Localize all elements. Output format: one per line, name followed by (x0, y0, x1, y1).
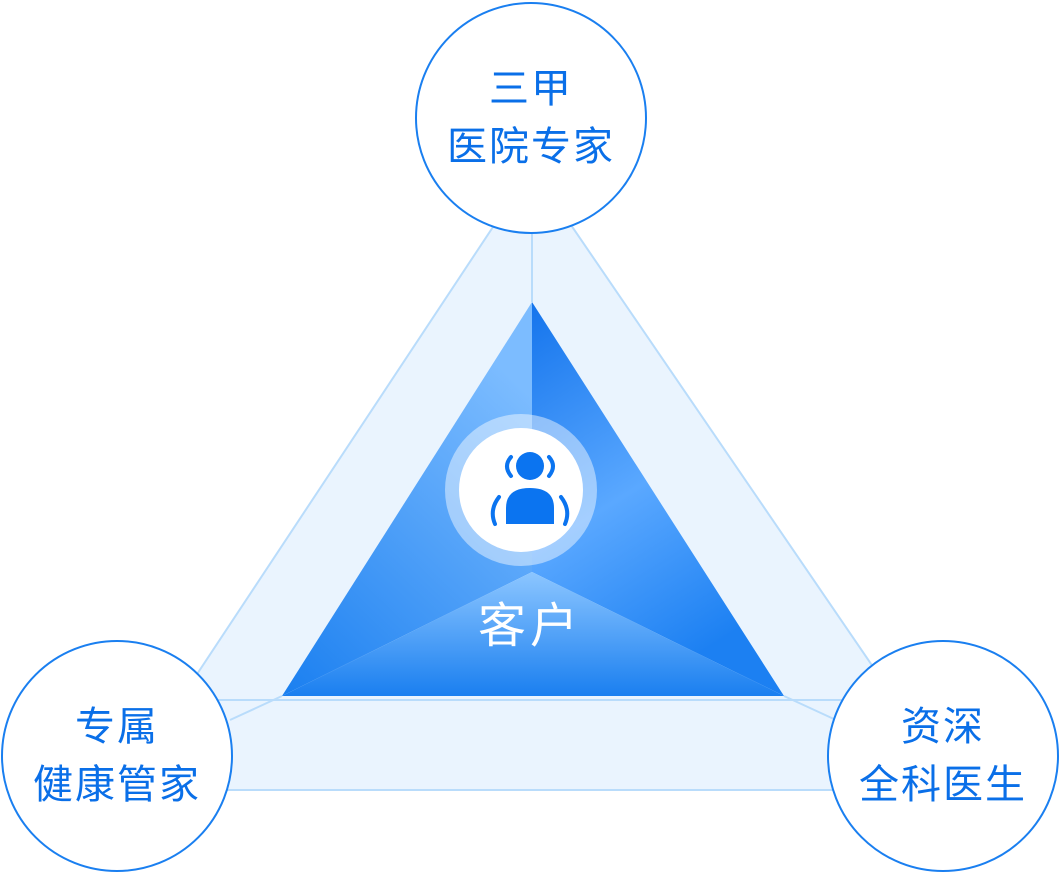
node-left-line2: 健康管家 (33, 762, 201, 808)
inner-triangle-bottom-facet (282, 572, 784, 696)
node-right-line2: 全科医生 (859, 762, 1027, 808)
outer-divider-left (229, 695, 283, 721)
node-top-line2: 医院专家 (447, 124, 615, 170)
center-label: 客户 (477, 598, 582, 654)
node-right-general-practitioner: 资深 全科医生 (827, 640, 1059, 872)
user-icon (490, 452, 570, 526)
inner-triangle-right-facet (532, 302, 784, 696)
node-top-line1: 三甲 (489, 66, 573, 112)
node-left-line1: 专属 (75, 704, 159, 750)
outer-divider-right (783, 695, 837, 721)
outer-triangle-base (167, 699, 909, 791)
inner-triangle-left-facet (282, 302, 532, 696)
node-top-experts: 三甲 医院专家 (415, 2, 647, 234)
node-right-line1: 资深 (901, 704, 985, 750)
node-left-health-manager: 专属 健康管家 (1, 640, 233, 872)
